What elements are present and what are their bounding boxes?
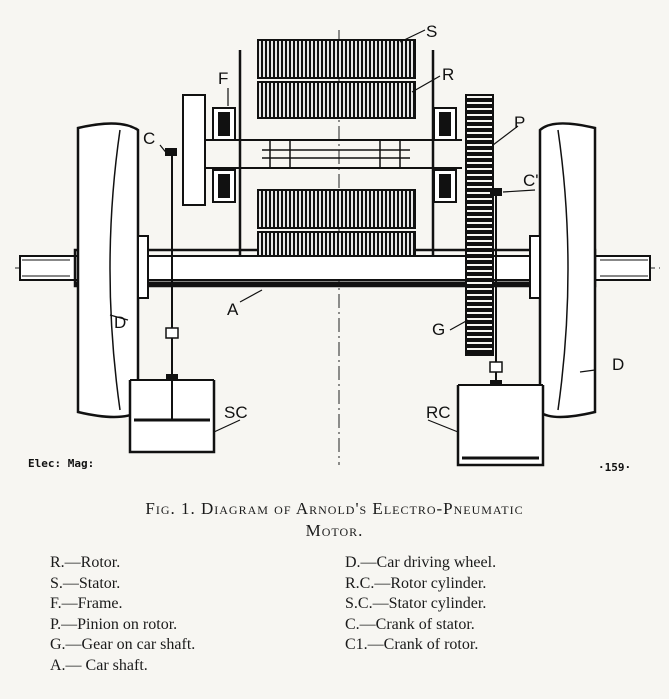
label-crank-rotor: C' bbox=[523, 171, 539, 190]
legend-item: S.C.—Stator cylinder. bbox=[345, 595, 487, 613]
label-car-shaft: A bbox=[227, 300, 239, 319]
caption-line-1: Fig. 1. Diagram of Arnold's Electro-Pneu… bbox=[145, 499, 524, 518]
stator bbox=[257, 39, 416, 229]
stator-crank bbox=[165, 94, 206, 378]
gear-on-car-shaft bbox=[465, 94, 494, 356]
credit-text: Elec: Mag: bbox=[28, 457, 94, 470]
label-gear: G bbox=[432, 320, 445, 339]
legend-item: R.—Rotor. bbox=[50, 554, 121, 571]
left-driving-wheel bbox=[76, 122, 149, 419]
label-stator-cylinder: SC bbox=[224, 403, 248, 422]
right-driving-wheel bbox=[529, 122, 597, 419]
label-wheel-left: D bbox=[114, 313, 126, 332]
legend-item: C.—Crank of stator. bbox=[345, 615, 475, 633]
caption-line-2: Motor. bbox=[305, 521, 364, 540]
label-rotor: R bbox=[442, 65, 454, 84]
legend-item: G.—Gear on car shaft. bbox=[50, 636, 196, 654]
legend-item: P.—Pinion on rotor. bbox=[50, 615, 178, 633]
label-wheel-right: D bbox=[612, 355, 624, 374]
label-frame: F bbox=[218, 69, 228, 88]
legend-right-column: D.—Car driving wheel. R.C.—Rotor cylinde… bbox=[345, 553, 496, 656]
label-stator: S bbox=[426, 22, 437, 41]
legend-left-column: R.—Rotor. S.—Stator. F.—Frame. P.—Pinion… bbox=[50, 553, 195, 677]
label-crank-stator: C bbox=[143, 129, 155, 148]
rotor bbox=[257, 81, 416, 257]
label-pinion: P bbox=[514, 113, 525, 132]
frame bbox=[205, 50, 462, 255]
legend-item: F.—Frame. bbox=[50, 595, 123, 613]
legend-item: S.—Stator. bbox=[50, 574, 121, 592]
label-rotor-cylinder: RC bbox=[426, 403, 451, 422]
rotor-cylinder bbox=[456, 380, 545, 467]
legend-item: C1.—Crank of rotor. bbox=[345, 636, 479, 654]
legend-item: A.— Car shaft. bbox=[50, 656, 148, 674]
stator-cylinder bbox=[128, 374, 216, 454]
motor-diagram: S R F C P C' A G D D SC RC Elec: Mag: ·1… bbox=[15, 22, 660, 474]
figure-number: ·159· bbox=[598, 461, 631, 474]
legend-item: R.C.—Rotor cylinder. bbox=[345, 574, 487, 592]
figure-caption: Fig. 1. Diagram of Arnold's Electro-Pneu… bbox=[0, 498, 669, 542]
legend-item: D.—Car driving wheel. bbox=[345, 554, 497, 571]
